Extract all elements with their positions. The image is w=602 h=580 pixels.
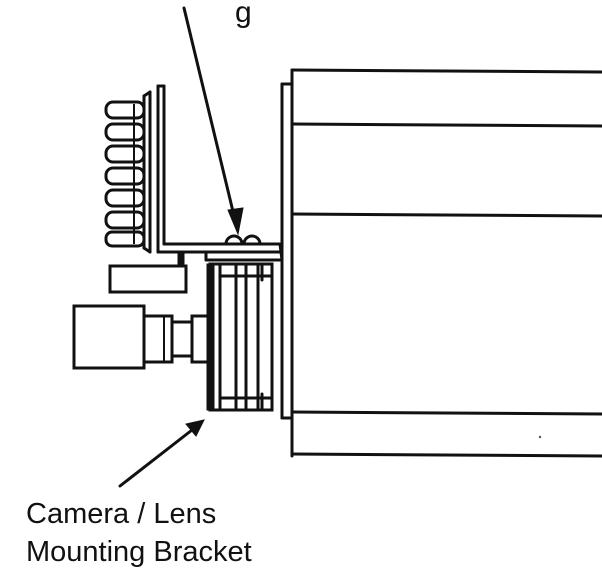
top-label-fragment: g <box>235 0 252 29</box>
lens-mount-assembly <box>206 262 274 412</box>
bracket-screws <box>224 234 262 246</box>
camera-lens <box>72 304 210 370</box>
top-leader-arrow <box>182 6 244 236</box>
connector-block <box>104 90 152 254</box>
small-block <box>108 253 188 294</box>
bracket-callout-label: Camera / Lens Mounting Bracket <box>26 495 252 571</box>
bracket-callout-line1: Camera / Lens <box>26 498 217 530</box>
bottom-leader-arrow <box>118 419 205 488</box>
bracket-callout-line2: Mounting Bracket <box>26 536 252 568</box>
l-bracket <box>156 84 284 262</box>
camera-housing <box>280 68 602 458</box>
